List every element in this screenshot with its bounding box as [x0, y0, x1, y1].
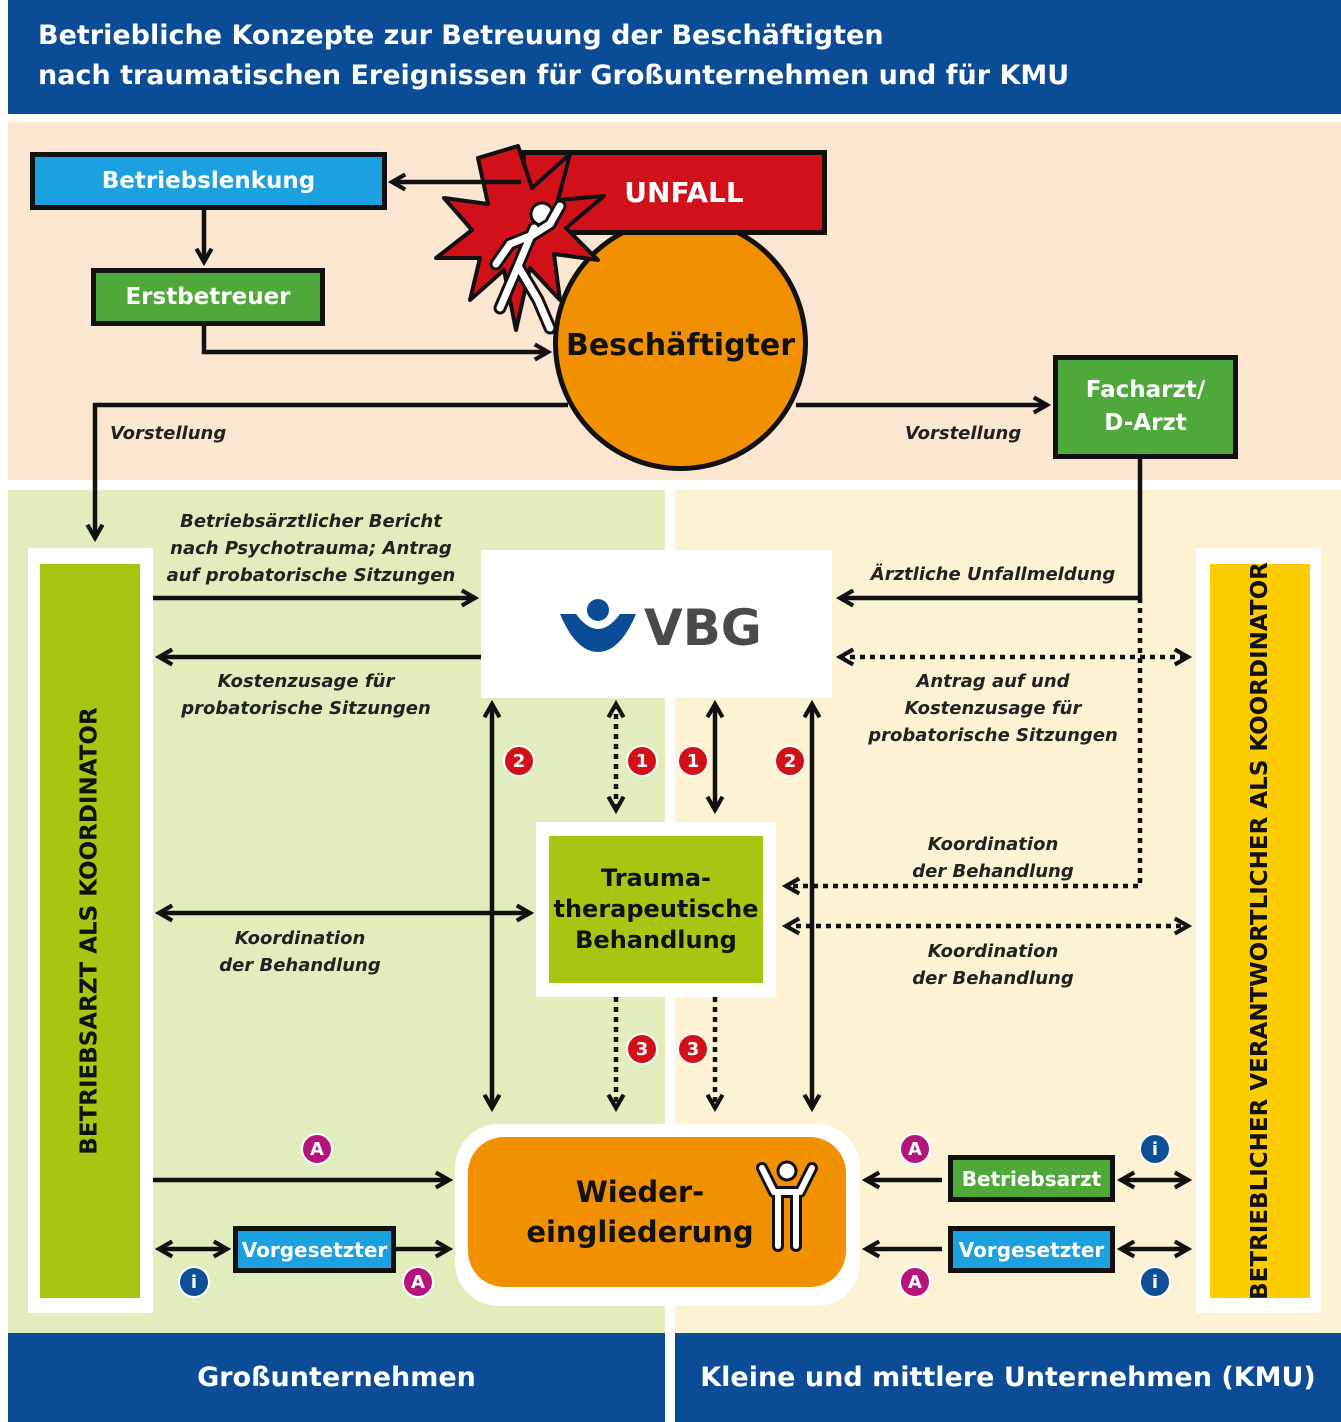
badge-info-right-bottom: i — [1139, 1266, 1171, 1298]
arrow-koordination-right1 — [786, 598, 1143, 886]
badge-a-right-bottom: A — [899, 1266, 931, 1298]
footer-left-label: Großunternehmen — [197, 1362, 476, 1393]
badge-three-right: 3 — [677, 1033, 709, 1065]
facharzt-label-line2: D-Arzt — [1104, 410, 1187, 436]
vorgesetzter-right-label: Vorgesetzter — [958, 1237, 1105, 1262]
header-banner: Betriebliche Konzepte zur Betreuung der … — [8, 0, 1341, 114]
badge-one-left: 1 — [626, 745, 658, 777]
vorgesetzter-left-label: Vorgesetzter — [241, 1237, 388, 1262]
trauma-label-line1: Trauma- — [600, 864, 711, 892]
page-title-line1: Betriebliche Konzepte zur Betreuung der … — [38, 20, 884, 51]
accident-burst-icon — [434, 144, 606, 335]
label-kostenzusage-line2: probatorische Sitzungen — [181, 698, 431, 719]
wiedereingliederung-line1: Wieder- — [575, 1175, 705, 1209]
label-bericht-line3: auf probatorische Sitzungen — [166, 565, 456, 586]
beschaeftigter-label: Beschäftigter — [565, 328, 796, 363]
erstbetreuer-box: Erstbetreuer — [91, 268, 325, 326]
cheering-person-icon — [756, 1160, 818, 1252]
badge-info-left: i — [178, 1266, 210, 1298]
wiedereingliederung-text: Wieder- eingliederung — [520, 1172, 760, 1252]
label-koordination-right1-line1: Koordination — [927, 834, 1059, 855]
trauma-label-line2: therapeutische — [553, 895, 759, 923]
betriebsarzt-right-label: Betriebsarzt — [961, 1166, 1102, 1191]
left-coordinator-bar: BETRIEBSARZT ALS KOORDINATOR — [40, 564, 140, 1298]
wiedereingliederung-line2: eingliederung — [526, 1215, 754, 1249]
badge-three-left: 3 — [626, 1033, 658, 1065]
betriebsarzt-right-box: Betriebsarzt — [948, 1155, 1115, 1202]
label-vorstellung-left: Vorstellung — [110, 423, 227, 444]
label-koordination-right2: Koordination der Behandlung — [893, 938, 1093, 992]
label-antrag: Antrag auf und Kostenzusage für probator… — [868, 668, 1118, 749]
label-unfallmeldung: Ärztliche Unfallmeldung — [870, 564, 1116, 585]
facharzt-label-line1: Facharzt/ — [1085, 377, 1206, 403]
label-antrag-line3: probatorische Sitzungen — [868, 725, 1118, 746]
label-kostenzusage-line1: Kostenzusage für — [217, 671, 395, 692]
vbg-logo-icon — [560, 599, 636, 652]
label-koordination-right1-line2: der Behandlung — [912, 861, 1074, 882]
unfall-label: UNFALL — [624, 176, 744, 209]
badge-two-left: 2 — [503, 745, 535, 777]
arrow-erstbetreuer-to-beschaeftigter — [201, 326, 548, 352]
badge-a-left-bottom: A — [402, 1266, 434, 1298]
facharzt-box: Facharzt/ D-Arzt — [1053, 355, 1238, 459]
label-bericht-line2: nach Psychotrauma; Antrag — [170, 538, 452, 559]
footer-right: Kleine und mittlere Unternehmen (KMU) — [675, 1333, 1341, 1422]
erstbetreuer-label: Erstbetreuer — [125, 284, 291, 310]
trauma-box: Trauma- therapeutische Behandlung — [549, 836, 763, 983]
badge-a-left-top: A — [301, 1133, 333, 1165]
label-koordination-left: Koordination der Behandlung — [200, 925, 400, 979]
vorgesetzter-left-box: Vorgesetzter — [233, 1226, 396, 1273]
page-title-line2: nach traumatischen Ereignissen für Großu… — [38, 60, 1070, 91]
badge-a-right-top: A — [899, 1133, 931, 1165]
right-coordinator-bar: BETRIEBLICHER VERANTWORTLICHER ALS KOORD… — [1210, 562, 1310, 1300]
label-bericht: Betriebsärztlicher Bericht nach Psychotr… — [166, 508, 456, 589]
vbg-logo-text: VBG — [644, 599, 762, 657]
arrow-vorstellung-left — [95, 402, 568, 538]
label-koordination-right2-line2: der Behandlung — [912, 968, 1074, 989]
betriebslenkung-box: Betriebslenkung — [30, 152, 387, 210]
label-koordination-right1: Koordination der Behandlung — [893, 831, 1093, 885]
label-koordination-left-line1: Koordination — [234, 928, 366, 949]
vbg-box — [481, 550, 832, 698]
badge-two-right: 2 — [774, 745, 806, 777]
badge-one-right: 1 — [677, 745, 709, 777]
footer-right-label: Kleine und mittlere Unternehmen (KMU) — [700, 1362, 1316, 1393]
label-kostenzusage: Kostenzusage für probatorische Sitzungen — [176, 668, 436, 722]
label-koordination-right2-line1: Koordination — [927, 941, 1059, 962]
badge-info-right-top: i — [1139, 1133, 1171, 1165]
footer-left: Großunternehmen — [8, 1333, 665, 1422]
label-antrag-line1: Antrag auf und — [916, 671, 1070, 692]
label-antrag-line2: Kostenzusage für — [904, 698, 1082, 719]
trauma-label-line3: Behandlung — [575, 926, 737, 954]
betriebslenkung-label: Betriebslenkung — [101, 168, 316, 194]
label-bericht-line1: Betriebsärztlicher Bericht — [180, 511, 442, 532]
vorgesetzter-right-box: Vorgesetzter — [948, 1226, 1115, 1273]
label-vorstellung-right: Vorstellung — [905, 423, 1022, 444]
label-koordination-left-line2: der Behandlung — [219, 955, 381, 976]
